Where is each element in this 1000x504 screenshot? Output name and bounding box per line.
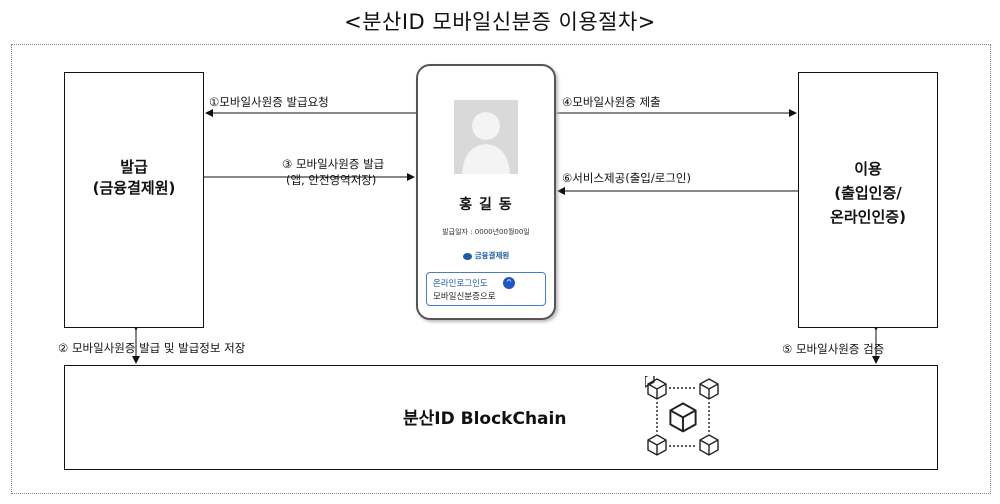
step5-label: ⑤ 모바일사원증 검증 xyxy=(782,342,885,356)
step1-label: ①모바일사원증 발급요청 xyxy=(209,95,329,109)
step6-label: ⑥서비스제공(출입/로그인) xyxy=(562,171,691,185)
blockchain-label: 분산ID BlockChain xyxy=(403,409,567,429)
issuer-label: 발급 xyxy=(120,158,148,176)
user-box: 이용 (출입인증/ 온라인인증) xyxy=(798,72,938,328)
step2-label: ② 모바일사원증 발급 및 발급정보 저장 xyxy=(58,341,246,355)
notice-line-2: 모바일신분증으로 xyxy=(433,292,496,302)
user-detail-2: 온라인인증) xyxy=(830,208,906,226)
issue-date: 발급일자 : 0000년00월00일 xyxy=(442,228,530,236)
step3-sublabel: (앱, 안전영역저장) xyxy=(286,173,377,187)
holder-name: 홍 길 동 xyxy=(459,197,513,213)
issuer-box: 발급 (금융결제원) xyxy=(64,72,204,328)
blockchain-cubes-icon xyxy=(635,366,725,462)
user-label: 이용 xyxy=(854,160,882,178)
online-login-notice[interactable]: 온라인로그인도 ^ 모바일신분증으로 xyxy=(426,272,546,306)
notice-line-1: 온라인로그인도 xyxy=(433,279,488,289)
mobile-id-phone: 홍 길 동 발급일자 : 0000년00월00일 금융결제원 온라인로그인도 ^… xyxy=(416,64,556,320)
issuer-logo-text: 금융결제원 xyxy=(474,251,510,260)
outer-frame xyxy=(11,44,991,494)
step3-label: ③ 모바일사원증 발급 xyxy=(282,157,385,171)
chevron-up-icon: ^ xyxy=(503,277,515,289)
issuer-org: (금융결제원) xyxy=(92,179,176,197)
blockchain-box: 분산ID BlockChain xyxy=(64,365,938,470)
issuer-logo: 금융결제원 xyxy=(418,250,554,261)
user-detail-1: (출입인증/ xyxy=(834,184,902,202)
person-silhouette-icon xyxy=(454,100,518,174)
logo-mark-icon xyxy=(462,252,472,260)
diagram-title: <분산ID 모바일신분증 이용절차> xyxy=(344,10,656,34)
step4-label: ④모바일사원증 제출 xyxy=(562,95,661,109)
